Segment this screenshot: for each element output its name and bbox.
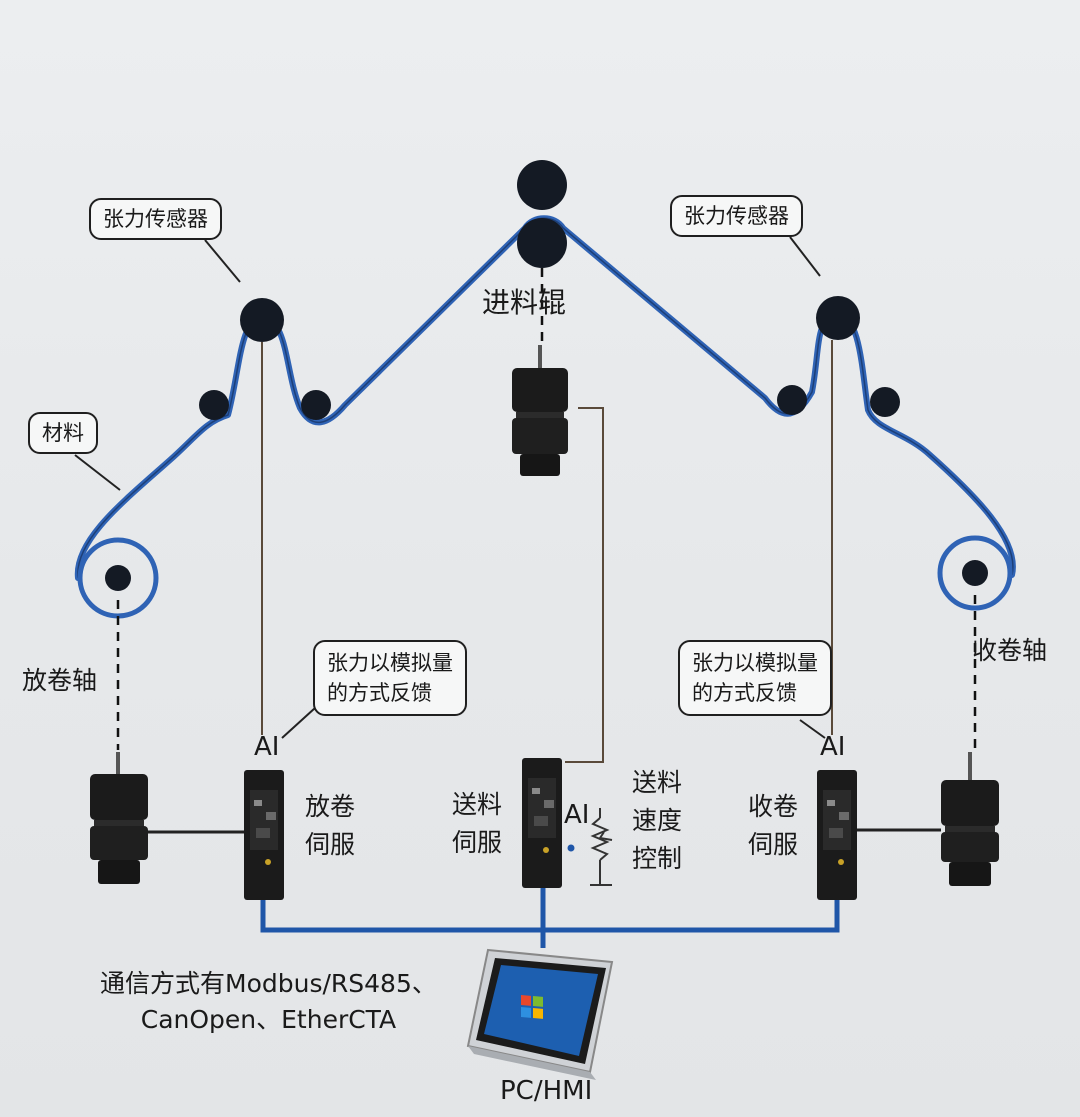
rewind-motor	[941, 752, 999, 886]
rewind-servo-label: 收卷 伺服	[748, 788, 798, 864]
feed-roller-label: 进料辊	[482, 286, 567, 319]
callout-feedback-right: 张力以模拟量 的方式反馈	[678, 640, 832, 716]
feed-speed-label-line1: 送料	[632, 768, 683, 797]
communication-label: 通信方式有Modbus/RS485、 CanOpen、EtherCTA	[100, 966, 437, 1038]
communication-bus	[260, 900, 840, 933]
callout-material: 材料	[28, 412, 98, 454]
feedback-right-pointer	[799, 719, 826, 739]
callout-feedback-right-line2: 的方式反馈	[692, 681, 797, 705]
feed-motor	[512, 345, 568, 476]
rewind-servo-label-line1: 收卷	[748, 792, 799, 821]
unwind-motor	[90, 752, 148, 884]
windows-logo-icon	[521, 995, 543, 1019]
hmi-tablet	[466, 948, 614, 1080]
guide-roller-3	[777, 385, 807, 415]
speed-potentiometer-icon	[567, 808, 613, 886]
communication-label-line2: CanOpen、EtherCTA	[140, 1005, 397, 1034]
callout-tension-sensor-right: 张力传感器	[670, 195, 803, 237]
rewind-servo-drive	[817, 770, 857, 900]
tension-sensor-roller-right	[816, 296, 860, 340]
feed-servo-label: 送料 伺服	[452, 786, 502, 862]
callout-feedback-left: 张力以模拟量 的方式反馈	[313, 640, 467, 716]
guide-roller-2	[301, 390, 331, 420]
callout-feedback-left-line1: 张力以模拟量	[327, 651, 453, 675]
communication-label-line1: 通信方式有Modbus/RS485、	[100, 969, 437, 998]
feedback-left-pointer	[281, 707, 316, 739]
sensor-right-pointer	[789, 236, 821, 277]
feed-speed-control-label: 送料 速度 控制	[632, 764, 682, 878]
ai-label-right: AI	[820, 732, 846, 762]
feed-speed-label-line2: 速度	[632, 806, 683, 835]
pinch-roller-top	[517, 160, 567, 210]
unwind-shaft-label: 放卷轴	[22, 666, 98, 695]
feed-servo-label-line2: 伺服	[452, 828, 503, 857]
tension-sensor-roller-left	[240, 298, 284, 342]
material-pointer	[74, 454, 121, 491]
unwind-servo-drive	[244, 770, 284, 900]
rewind-reel-core	[962, 560, 988, 586]
unwind-reel-core	[105, 565, 131, 591]
feed-servo-label-line1: 送料	[452, 790, 503, 819]
ai-label-middle: AI	[564, 800, 590, 830]
feed-servo-drive	[522, 758, 562, 888]
ai-label-left: AI	[254, 732, 280, 762]
unwind-servo-label: 放卷 伺服	[305, 788, 355, 864]
feed-roller	[517, 218, 567, 268]
pc-hmi-label: PC/HMI	[500, 1076, 593, 1106]
rewind-shaft-label: 收卷轴	[972, 636, 1048, 665]
guide-roller-1	[199, 390, 229, 420]
sensor-left-pointer	[204, 239, 241, 283]
callout-feedback-right-line1: 张力以模拟量	[692, 651, 818, 675]
unwind-servo-label-line2: 伺服	[305, 830, 356, 859]
unwind-servo-label-line1: 放卷	[305, 792, 356, 821]
rewind-reel	[937, 535, 1013, 611]
guide-roller-4	[870, 387, 900, 417]
callout-tension-sensor-left: 张力传感器	[89, 198, 222, 240]
callout-feedback-left-line2: 的方式反馈	[327, 681, 432, 705]
rewind-servo-label-line2: 伺服	[748, 830, 799, 859]
feed-speed-label-line3: 控制	[632, 844, 683, 873]
feed-motor-cable	[565, 407, 604, 763]
